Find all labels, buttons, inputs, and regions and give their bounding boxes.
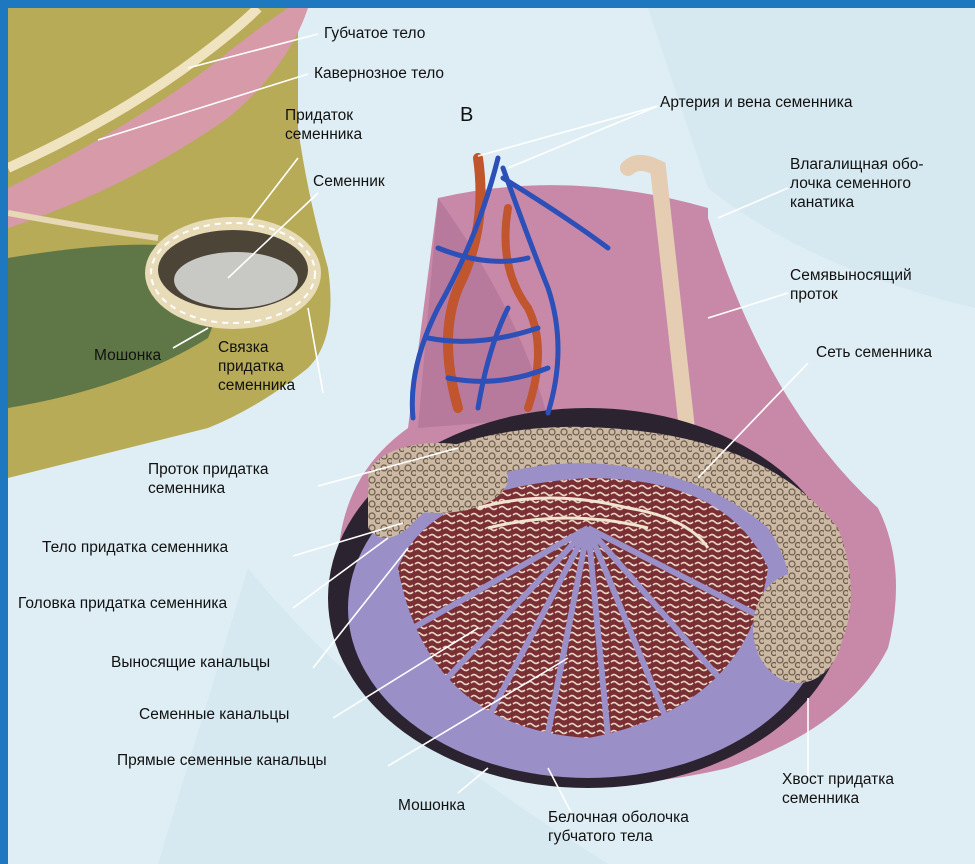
epididymis-tail [753, 573, 843, 683]
label-rete-testis: Сеть семенника [816, 343, 932, 362]
label-vas-deferens: Семявыносящий проток [790, 266, 912, 304]
label-straight-tubules: Прямые семенные канальцы [117, 751, 327, 770]
label-epididymis: Придаток семенника [285, 106, 362, 144]
label-epididymis-head: Головка придатка семенника [18, 594, 227, 613]
anatomy-illustration [8, 8, 975, 864]
label-tunica-albuginea: Белочная оболочка губчатого тела [548, 808, 689, 846]
label-scrotum-left: Мошонка [94, 346, 161, 365]
sagittal-section-panel [8, 8, 331, 478]
label-epididymis-ligament: Связка придатка семенника [218, 338, 295, 395]
label-spongy-body: Губчатое тело [324, 24, 425, 43]
diagram-frame: В Губчатое тело Кавернозное тело Придато… [8, 8, 975, 864]
label-epididymis-duct: Проток придатка семенника [148, 460, 269, 498]
label-testis: Семенник [313, 172, 385, 191]
figure-letter: В [460, 106, 473, 125]
label-tunica-vaginalis: Влагалищная обо- лочка семенного канатик… [790, 155, 924, 212]
testis-cross-section [328, 158, 896, 788]
label-cavernous-body: Кавернозное тело [314, 64, 444, 83]
label-epididymis-tail: Хвост придатка семенника [782, 770, 894, 808]
label-seminiferous-tubules: Семенные канальцы [139, 705, 289, 724]
label-epididymis-body: Тело придатка семенника [42, 538, 228, 557]
label-efferent-ductules: Выносящие канальцы [111, 653, 270, 672]
testis-left [174, 252, 298, 308]
label-artery-vein: Артерия и вена семенника [660, 93, 852, 112]
label-scrotum-bottom: Мошонка [398, 796, 465, 815]
